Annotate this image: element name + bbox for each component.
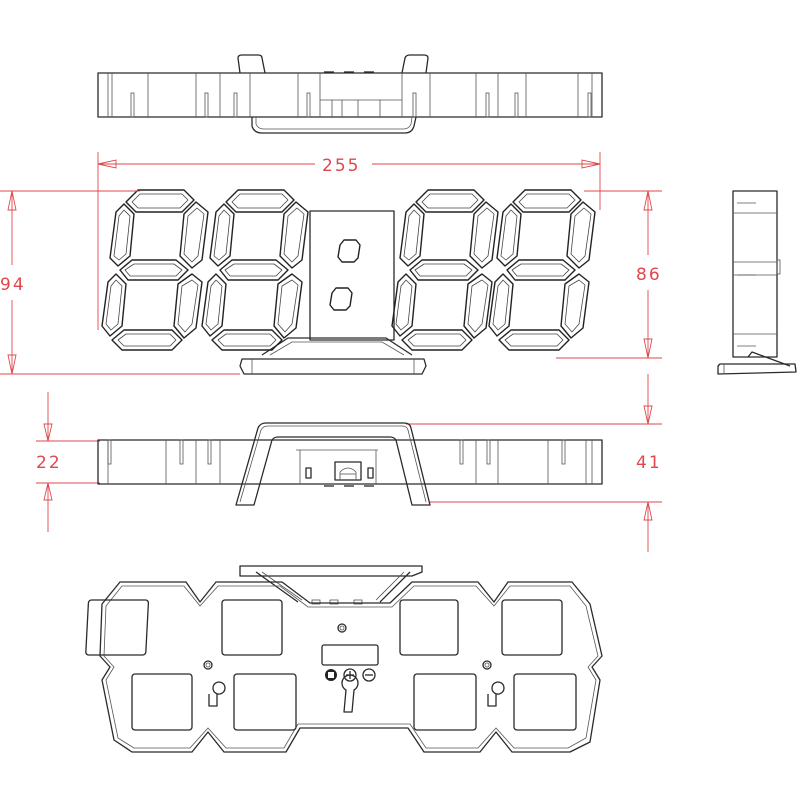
minus-button[interactable] xyxy=(362,668,376,682)
dimension-label-total-depth: 41 xyxy=(636,453,662,473)
screw-center xyxy=(337,623,347,633)
dimension-label-total-height: 94 xyxy=(0,275,26,295)
dimension-total-height: 94 xyxy=(0,190,240,375)
dimension-width: 255 xyxy=(97,152,601,330)
top-view xyxy=(97,54,603,134)
side-view xyxy=(717,190,797,375)
digit-1 xyxy=(101,189,209,351)
back-view xyxy=(85,565,603,753)
mode-button[interactable] xyxy=(325,669,337,681)
dimension-label-body-depth: 22 xyxy=(36,453,62,473)
dimension-total-depth: 41 xyxy=(406,374,662,552)
colon-dot-upper xyxy=(337,239,361,263)
dimension-label-body-height: 86 xyxy=(636,265,662,285)
bottom-view xyxy=(97,422,603,506)
dimension-label-width: 255 xyxy=(322,156,360,176)
digit-2 xyxy=(201,189,309,351)
screw-left xyxy=(203,660,213,670)
digit-4 xyxy=(488,189,596,351)
digit-3 xyxy=(391,189,499,351)
dimension-body-height: 86 xyxy=(556,190,662,359)
back-display xyxy=(321,644,379,666)
back-windows xyxy=(85,599,577,731)
screw-right xyxy=(482,660,492,670)
dimension-body-depth: 22 xyxy=(36,392,100,532)
colon-dot-lower xyxy=(329,287,353,311)
front-view xyxy=(101,189,596,375)
